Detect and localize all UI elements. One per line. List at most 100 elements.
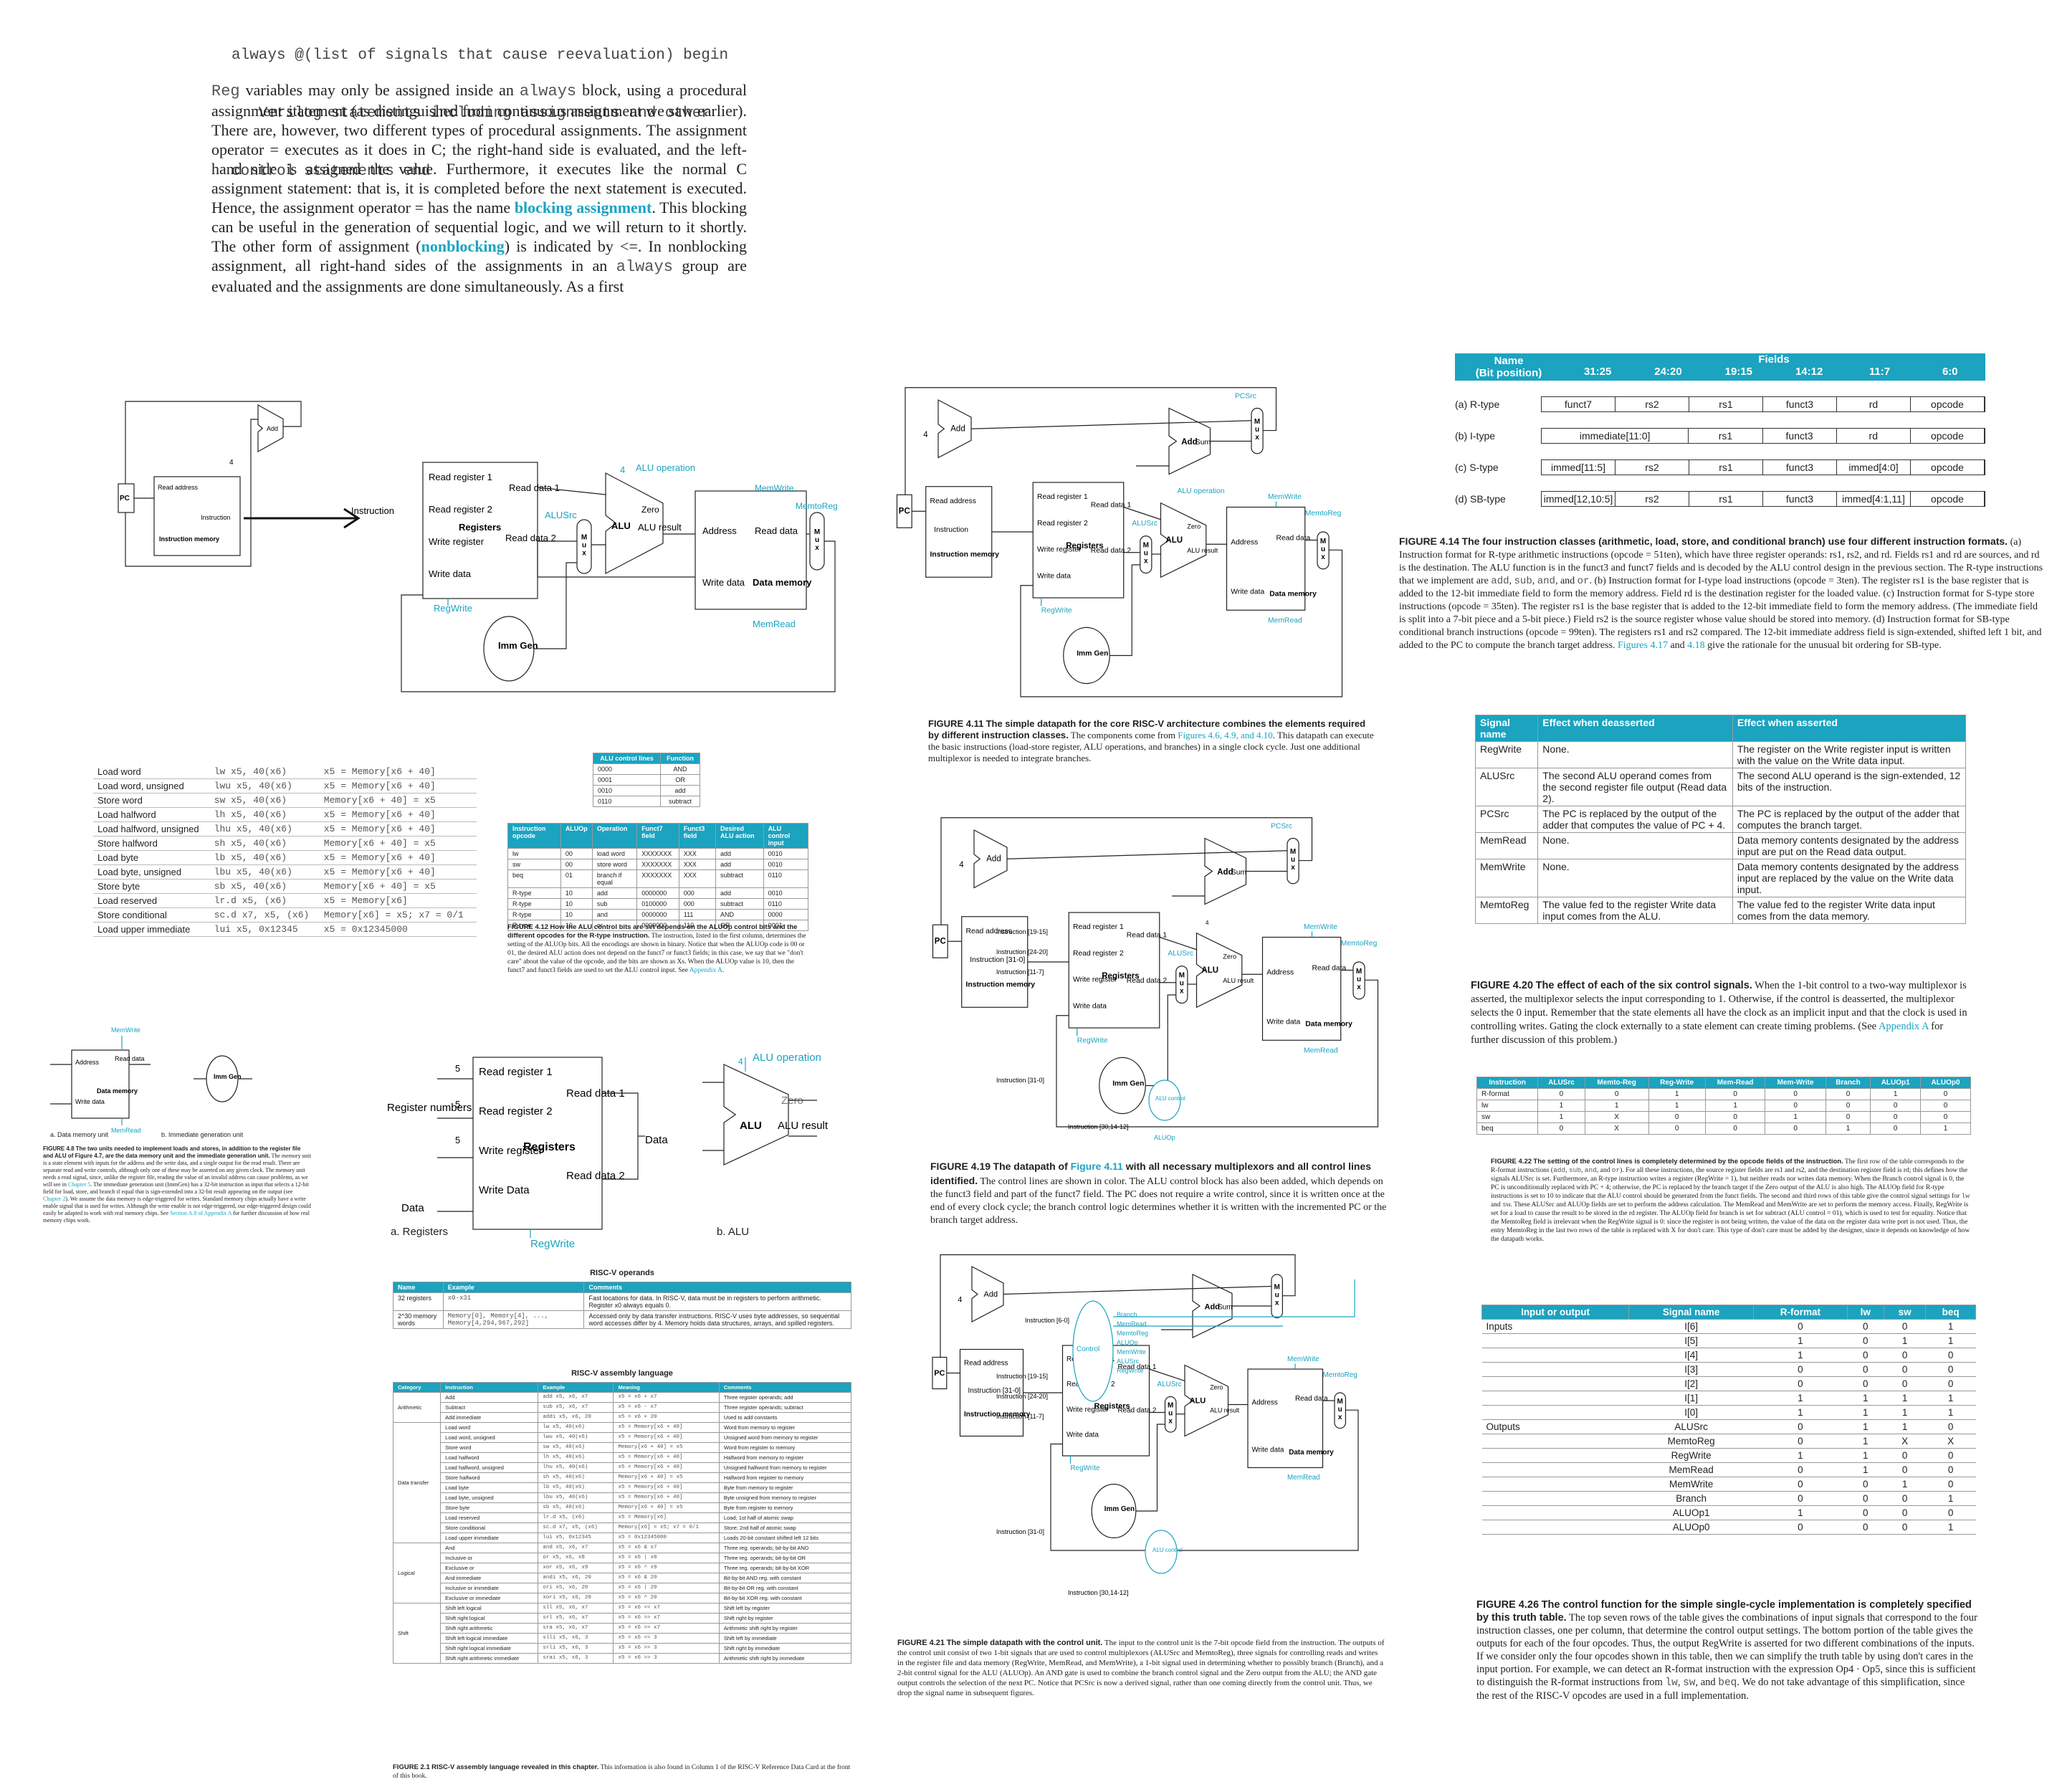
table-cell: XXXXXXX: [636, 869, 679, 888]
table-cell: 0: [1847, 1319, 1884, 1334]
data-memory: [1226, 506, 1306, 611]
cross-ref-link[interactable]: Chapter 5: [67, 1181, 91, 1188]
pc-adder: [973, 829, 1008, 889]
text-run: . (b) Instruction format for I-type load…: [1399, 576, 2042, 651]
cross-ref-link[interactable]: 4.18: [1687, 640, 1705, 651]
key-term[interactable]: nonblocking: [421, 237, 505, 255]
cross-ref-link[interactable]: Figures 4.17: [1617, 640, 1668, 651]
fig412-caption: FIGURE 4.12 How the ALU control bits are…: [507, 923, 808, 975]
text-run: , and: [1596, 1167, 1612, 1174]
table-cell: ALUOp1: [1628, 1505, 1754, 1520]
wire: [1056, 979, 1379, 1128]
fig420-caption: FIGURE 4.20 The effect of each of the si…: [1471, 979, 1972, 1047]
column-header: Desired ALU action: [715, 823, 764, 849]
code-span: always: [519, 82, 577, 100]
text-run: and: [1667, 640, 1688, 651]
table-cell: 1: [1584, 1100, 1649, 1112]
register-port-label: Read register 2: [479, 1105, 553, 1117]
pcsrc-signal: PCSrc: [1271, 823, 1292, 831]
table-cell: x5 = Memory[x6]: [613, 1512, 720, 1523]
table-cell: Three register operands; subtract: [718, 1402, 852, 1413]
key-term[interactable]: blocking assignment: [514, 199, 652, 216]
table-cell: 0: [1925, 1362, 1976, 1377]
table-cell: Add: [440, 1392, 539, 1403]
caption-body: (a) Instruction format for R-type arithm…: [1399, 537, 2043, 651]
field-cell: immed[4:0]: [1837, 460, 1911, 475]
wire: [1135, 1424, 1165, 1512]
table-cell: Outputs: [1481, 1419, 1629, 1434]
text-run: . This datapath can execute the basic in…: [928, 730, 1374, 763]
table-cell: I[4]: [1628, 1348, 1754, 1363]
cross-ref-link[interactable]: Section A.8 of Appendix A: [170, 1210, 232, 1216]
zero-label: Zero: [641, 505, 659, 515]
alusrc-signal: ALUSrc: [1158, 1381, 1182, 1388]
memtoreg-signal: MemtoReg: [1323, 1371, 1357, 1379]
table-cell: and: [591, 909, 638, 920]
column-header: Function: [660, 753, 700, 764]
column-header: ALUOp0: [1920, 1077, 1971, 1089]
verilog-code-block: always @(list of signals that cause reev…: [232, 7, 728, 201]
memread-signal: MemRead: [111, 1127, 141, 1134]
register-port-label: Write data: [1073, 1002, 1107, 1010]
alusrc-signal: ALUSrc: [1132, 520, 1158, 528]
table-cell: Load upper immediate: [440, 1533, 539, 1543]
table-cell: The value fed to the register Write data…: [1537, 897, 1733, 924]
caption-title: How the ALU control bits are set depends…: [507, 923, 798, 940]
pcsrc-signal: PCSrc: [1235, 393, 1256, 401]
read-data-1-label: Read data 1: [1118, 1363, 1157, 1371]
caption-number: FIGURE 4.19: [930, 1160, 991, 1172]
caption-number: FIGURE 4.8: [43, 1145, 75, 1152]
table-cell: lw x5, 40(x6): [538, 1422, 614, 1433]
address-label: Address: [1231, 538, 1258, 546]
text-run: ) is indicated by <=. In nonblocking ass…: [211, 237, 747, 275]
alu-control-label: ALU control: [1152, 1547, 1183, 1553]
cross-ref-link[interactable]: Appendix A: [1878, 1021, 1929, 1032]
table-cell: 0000000: [636, 909, 679, 920]
register-file: [1068, 912, 1160, 1029]
table-cell: R-type: [507, 909, 561, 920]
table-cell: Three reg. operands; bit-by-bit XOR: [718, 1563, 852, 1573]
table-cell: [1481, 1491, 1629, 1506]
table-cell: Shift left logical immediate: [440, 1633, 539, 1644]
table-cell: 1: [1884, 1477, 1926, 1492]
caption-title: The effect of each of the six control si…: [1535, 980, 1752, 991]
registers-label: Registers: [1102, 972, 1139, 981]
table-cell: ori x5, x6, 20: [538, 1583, 614, 1593]
verilog-paragraph: Reg variables may only be assigned insid…: [211, 80, 747, 296]
table-cell: RegWrite: [1628, 1448, 1754, 1463]
category-cell: Arithmetic: [392, 1392, 442, 1423]
table-cell: Memory[0], Memory[4], ..., Memory[4,294,…: [442, 1310, 585, 1329]
wire: [905, 387, 1277, 495]
main-alu: [1184, 1364, 1229, 1437]
bit-position: 11:7: [1869, 366, 1891, 378]
table-cell: ALUSrc: [1474, 768, 1539, 806]
table-cell: 10: [560, 920, 593, 931]
field-cell: rs2: [1615, 460, 1689, 475]
table-cell: The register on the Write register input…: [1732, 741, 1967, 768]
cross-ref-link[interactable]: Appendix A: [689, 967, 722, 974]
table-cell: Fast locations for data. In RISC-V, data…: [583, 1292, 851, 1311]
read-address-label: Read address: [966, 928, 1012, 935]
regwrite-signal: RegWrite: [1071, 1464, 1100, 1472]
instruction-field-label: Instruction [31-0]: [996, 1528, 1044, 1535]
cross-ref-link[interactable]: Figures 4.6, 4.9, and 4.10: [1178, 730, 1273, 740]
table-cell: 00: [560, 859, 593, 870]
cross-ref-link[interactable]: Chapter 2: [43, 1196, 66, 1202]
table-cell: x5 = x6 | x8: [613, 1553, 720, 1563]
caption-title-link[interactable]: Figure 4.11: [1070, 1160, 1123, 1172]
instruction-memory: [925, 486, 993, 578]
